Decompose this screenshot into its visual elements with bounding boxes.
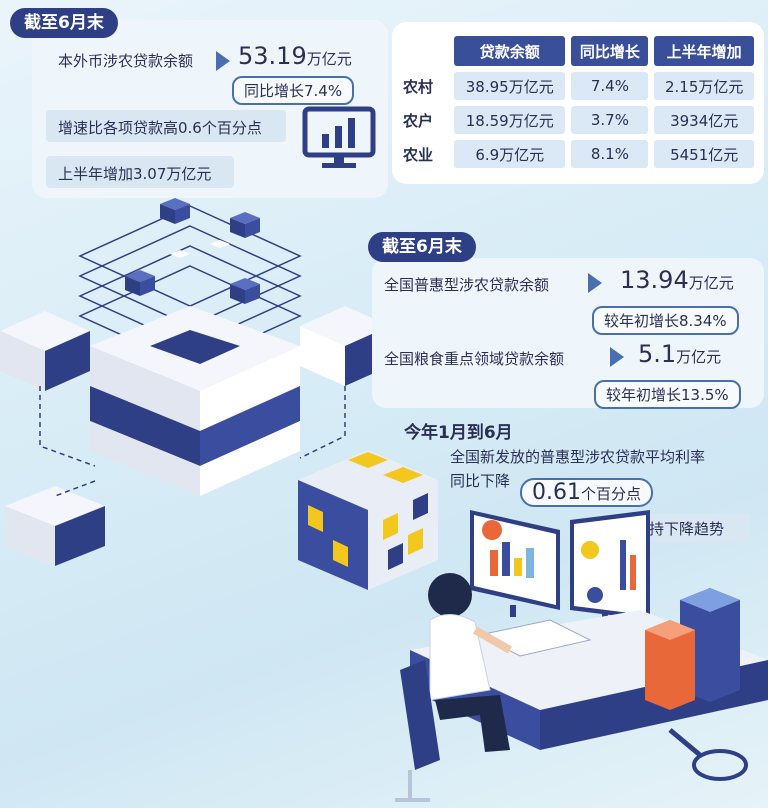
grain-value: 5.1 [638,340,677,368]
cell-increase: 5451亿元 [654,140,754,168]
loan-value-line: 53.19万亿元 [238,42,352,70]
arrow-icon [610,347,624,367]
row-label: 农业 [403,145,434,164]
server-illustration [0,198,390,566]
arrow-icon [588,273,602,293]
puhui-growth-chip: 较年初增长8.34% [592,306,739,335]
loan-table: 贷款余额 同比增长 上半年增加 农村 38.95万亿元 7.4% 2.15万亿元… [396,30,760,174]
table-row: 农业 6.9万亿元 8.1% 5451亿元 [402,140,754,168]
faster-bar [46,110,286,142]
header-balance: 贷款余额 [454,36,566,66]
cube-illustration [298,450,438,590]
cell-balance: 38.95万亿元 [454,72,566,100]
grain-value-line: 5.1万亿元 [638,340,721,368]
header-increase: 上半年增加 [654,36,754,66]
grain-unit: 万亿元 [676,348,722,366]
row-label: 农户 [403,111,434,130]
cell-increase: 3934亿元 [654,106,754,134]
section1-title: 截至6月末 [10,8,118,38]
monitor-chart-icon [302,106,376,168]
cell-increase: 2.15万亿元 [654,72,754,100]
cell-balance: 18.59万亿元 [454,106,566,134]
puhui-value: 13.94 [620,266,689,294]
increase-bar [46,156,234,188]
table-row: 农村 38.95万亿元 7.4% 2.15万亿元 [402,72,754,100]
increase-text: 上半年增加3.07万亿元 [58,165,212,183]
puhui-unit: 万亿元 [688,274,734,292]
puhui-value-line: 13.94万亿元 [620,266,734,294]
cell-growth: 8.1% [571,140,649,168]
loan-unit: 万亿元 [306,50,352,68]
loan-label: 本外币涉农贷款余额 [58,52,194,70]
rate-line1: 全国新发放的普惠型涉农贷款平均利率 [450,448,706,466]
header-growth: 同比增长 [571,36,649,66]
workstation-illustration [395,510,768,802]
section3-title: 今年1月到6月 [404,423,513,443]
rate-value: 0.61 [532,480,581,505]
rate-line2: 同比下降 [450,472,511,490]
grain-label: 全国粮食重点领域贷款余额 [384,350,565,368]
table-header-row: 贷款余额 同比增长 上半年增加 [402,36,754,66]
arrow-icon [216,51,230,71]
cell-growth: 3.7% [571,106,649,134]
puhui-label: 全国普惠型涉农贷款余额 [384,276,550,294]
rate-unit: 个百分点 [580,485,641,503]
grain-growth-chip: 较年初增长13.5% [594,380,741,409]
table-corner [402,36,448,66]
loan-value: 53.19 [238,42,307,70]
yoy-chip: 同比增长7.4% [232,76,355,105]
faster-text: 增速比各项贷款高0.6个百分点 [58,119,262,137]
table-row: 农户 18.59万亿元 3.7% 3934亿元 [402,106,754,134]
cell-balance: 6.9万亿元 [454,140,566,168]
section2-title: 截至6月末 [368,232,476,262]
rate-value-chip: 0.61个百分点 [520,478,653,507]
cell-growth: 7.4% [571,72,649,100]
row-label: 农村 [403,77,434,96]
